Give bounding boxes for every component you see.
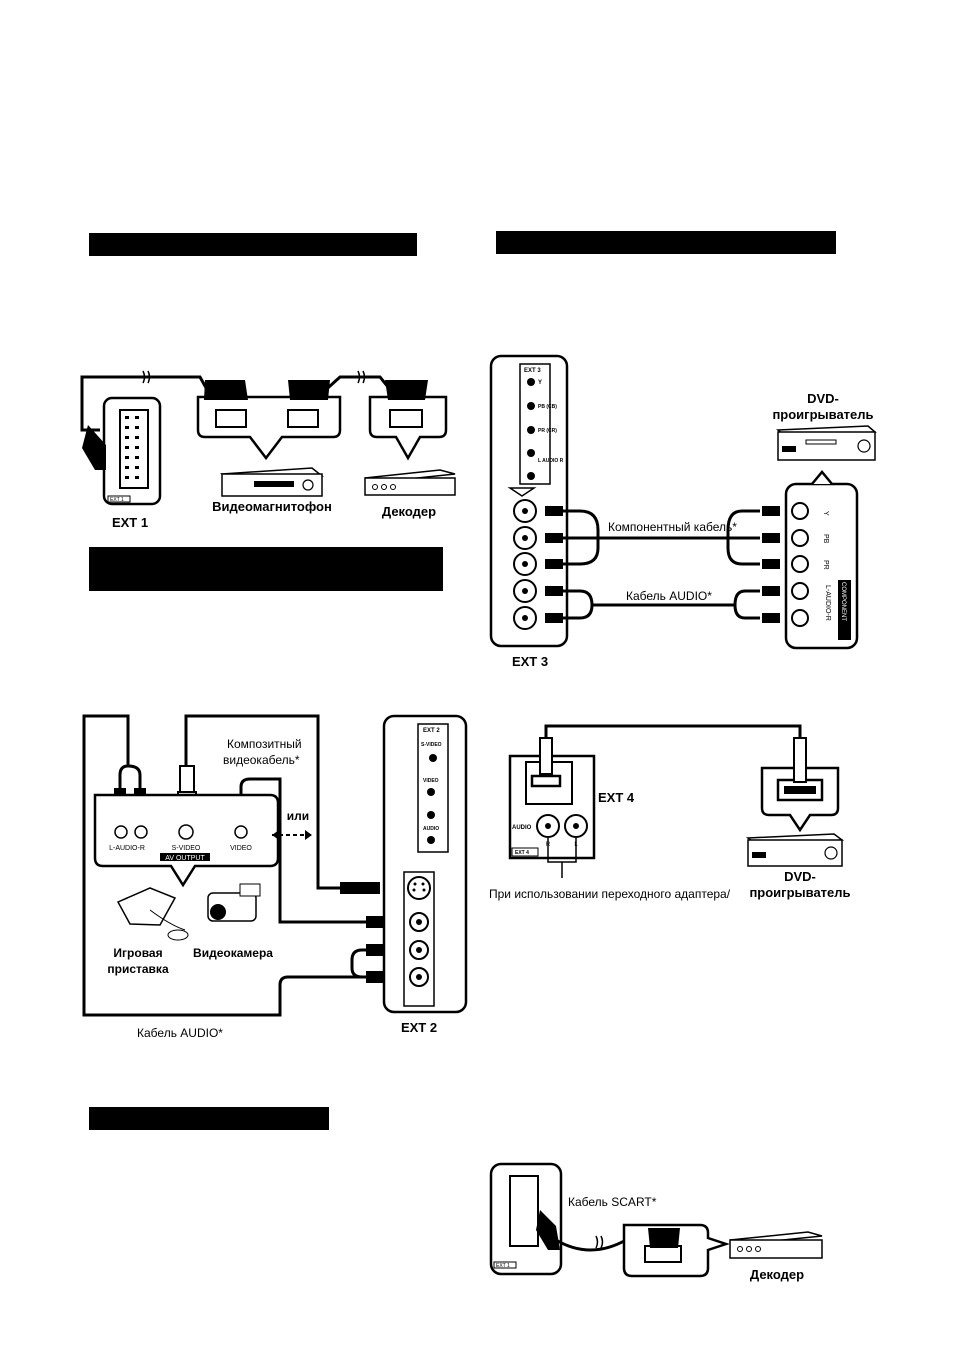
section-header-bar-av <box>89 547 443 591</box>
ext2-label: EXT 2 <box>401 1020 437 1035</box>
camcorder-device <box>207 883 261 922</box>
av-diagram: AV OUTPUT L-AUDIO-R S-VIDEO VIDEO или Иг… <box>82 714 468 1040</box>
audio-cable-label-av: Кабель AUDIO* <box>137 1026 223 1040</box>
hdmi-diagram: AUDIO R L EXT 4 EXT 4 При использовании … <box>489 724 851 901</box>
jack-pr-label: PR (CR) <box>538 428 557 434</box>
adapter-note: При использовании переходного адаптера/ <box>489 887 731 901</box>
dvd-label-bottom-1: DVD- <box>784 869 816 884</box>
av-output-panel <box>93 793 280 888</box>
vcr-label: Видеомагнитофон <box>212 499 332 514</box>
decoder-label-bottom: Декодер <box>750 1267 804 1282</box>
jack-audio-label: L AUDIO R <box>538 458 564 464</box>
game-label-1: Игровая <box>113 946 162 960</box>
ext1-label: EXT 1 <box>112 515 148 530</box>
game-label-2: приставка <box>107 962 169 976</box>
output-video-label: VIDEO <box>230 845 252 852</box>
jack-y-label: Y <box>538 380 542 386</box>
component-cable-label: Компонентный кабель* <box>608 520 737 534</box>
section-header-bar-scart <box>89 233 417 256</box>
output-svideo-label: S-VIDEO <box>172 845 201 852</box>
dvd-jack-audio: L-AUDIO-R <box>824 585 831 621</box>
decoder-diagram: EXT 1 Кабель SCART* Декодер <box>489 1162 823 1282</box>
section-header-bar-decoder <box>89 1107 329 1130</box>
dvd-label-top-1: DVD- <box>807 391 839 406</box>
av-output-label: AV OUTPUT <box>165 855 205 862</box>
dvd-device-bottom <box>745 833 845 867</box>
camera-label: Видеокамера <box>193 946 273 960</box>
jack-pb-label: PB (CB) <box>538 404 557 410</box>
component-diagram: EXT 3 Y PB (CB) PR (CR) L AUDIO R <box>489 354 877 669</box>
composite-label-2: видеокабель* <box>223 753 300 767</box>
panel-video-label: VIDEO <box>423 778 439 784</box>
ext3-small-label: EXT 3 <box>524 368 541 374</box>
dvd-label-top-2: проигрыватель <box>772 407 873 422</box>
panel-svideo-label: S-VIDEO <box>421 742 442 748</box>
vcr-device <box>220 467 324 497</box>
composite-label-1: Композитный <box>227 737 302 751</box>
ext2-small-label: EXT 2 <box>423 728 440 734</box>
or-label: или <box>287 809 309 823</box>
audio-cable-label-component: Кабель AUDIO* <box>626 589 712 603</box>
dvd-jack-pb: PB <box>822 534 829 544</box>
section-header-bar-component <box>496 231 836 254</box>
output-audio-label: L-AUDIO-R <box>109 845 145 852</box>
ext1-small-label: EXT 1 <box>110 497 124 503</box>
dvd-label-bottom-2: проигрыватель <box>749 885 850 900</box>
ext1-bottom-small-label: EXT 1 <box>496 1263 510 1269</box>
decoder-label-top: Декодер <box>382 504 436 519</box>
ext3-label: EXT 3 <box>512 654 548 669</box>
decoder-device-bottom <box>729 1231 823 1259</box>
scart-diagram: EXT 1 EXT 1 Видеомагнитофон Декодер <box>80 370 456 530</box>
dvd-jack-y: Y <box>822 511 829 516</box>
scart-cable-label: Кабель SCART* <box>568 1195 657 1209</box>
game-console-device <box>116 887 189 941</box>
dvd-jack-pr: PR <box>822 560 829 570</box>
hdmi-audio-label: AUDIO <box>512 825 532 831</box>
dvd-component-label: COMPONENT <box>840 582 846 621</box>
ext4-small-label: EXT 4 <box>515 850 529 856</box>
dvd-device-top <box>776 425 877 461</box>
decoder-device-top <box>364 469 456 496</box>
ext4-label: EXT 4 <box>598 790 635 805</box>
panel-audio-label: AUDIO <box>423 826 439 832</box>
